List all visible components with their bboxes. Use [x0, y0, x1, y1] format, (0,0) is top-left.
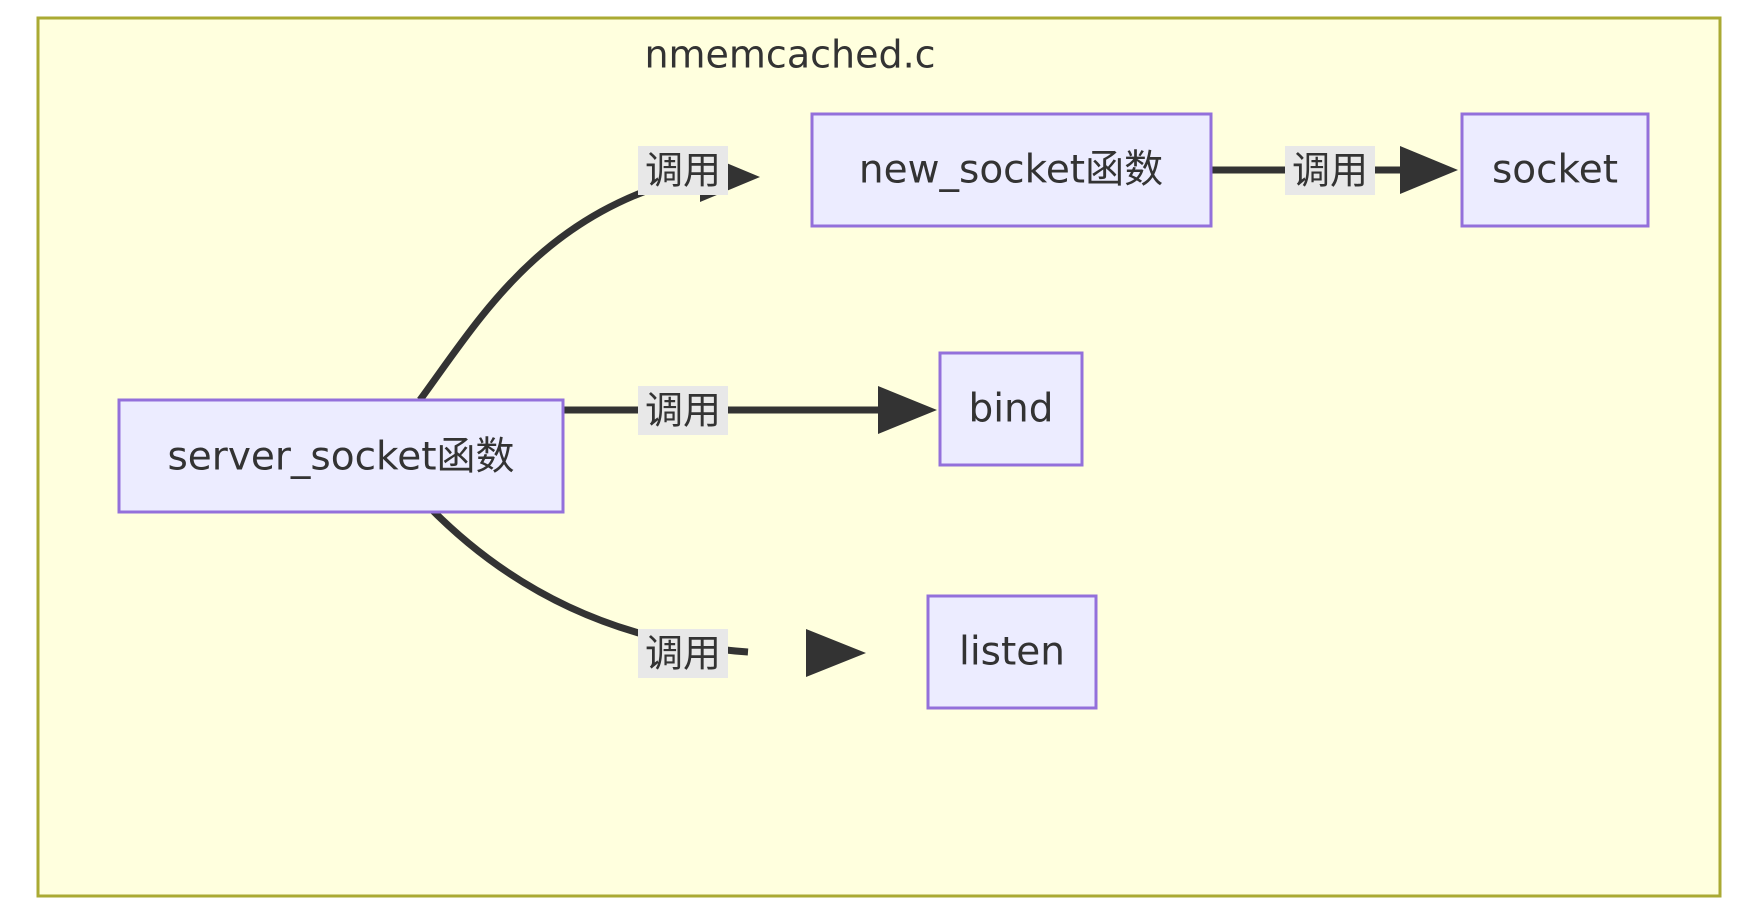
- node-server-socket[interactable]: server_socket函数: [117, 398, 565, 514]
- edge-label-bg-2: [1285, 146, 1375, 195]
- node-rect-bind[interactable]: [938, 351, 1084, 467]
- node-rect-listen[interactable]: [926, 594, 1098, 710]
- edge-label-text-4: 调用: [645, 632, 721, 676]
- node-label-bind: bind: [968, 387, 1053, 432]
- edge-label-text-3: 调用: [645, 389, 721, 433]
- edge-label-bg-1: [638, 146, 728, 195]
- node-label-listen: listen: [959, 630, 1065, 675]
- edge-label-text-1: 调用: [645, 149, 721, 193]
- edge-label-server-socket-bind: 调用: [638, 386, 728, 435]
- edge-label-bg-4: [638, 629, 728, 678]
- node-rect-new-socket[interactable]: [810, 112, 1213, 228]
- node-socket[interactable]: socket: [1460, 112, 1650, 228]
- node-label-new-socket: new_socket函数: [859, 148, 1163, 193]
- edge-path-server-socket-new-socket: [417, 173, 691, 403]
- arrow-head-bind: [878, 386, 937, 434]
- arrow-head-listen: [806, 629, 866, 677]
- edge-label-bg-3: [638, 386, 728, 435]
- edge-label-new-socket-socket: 调用: [1285, 146, 1375, 195]
- edge-label-text-2: 调用: [1292, 149, 1368, 193]
- cluster-title: nmemcached.c: [644, 33, 935, 77]
- arrow-head-socket: [1400, 146, 1458, 194]
- node-label-server-socket: server_socket函数: [167, 435, 514, 480]
- edge-label-server-socket-new-socket: 调用: [638, 146, 728, 195]
- node-new-socket[interactable]: new_socket函数: [810, 112, 1213, 228]
- node-bind[interactable]: bind: [938, 351, 1084, 467]
- node-rect-socket[interactable]: [1460, 112, 1650, 228]
- node-rect-server-socket[interactable]: [117, 398, 565, 514]
- node-label-socket: socket: [1492, 148, 1618, 193]
- edge-label-server-socket-listen: 调用: [638, 629, 728, 678]
- node-listen[interactable]: listen: [926, 594, 1098, 710]
